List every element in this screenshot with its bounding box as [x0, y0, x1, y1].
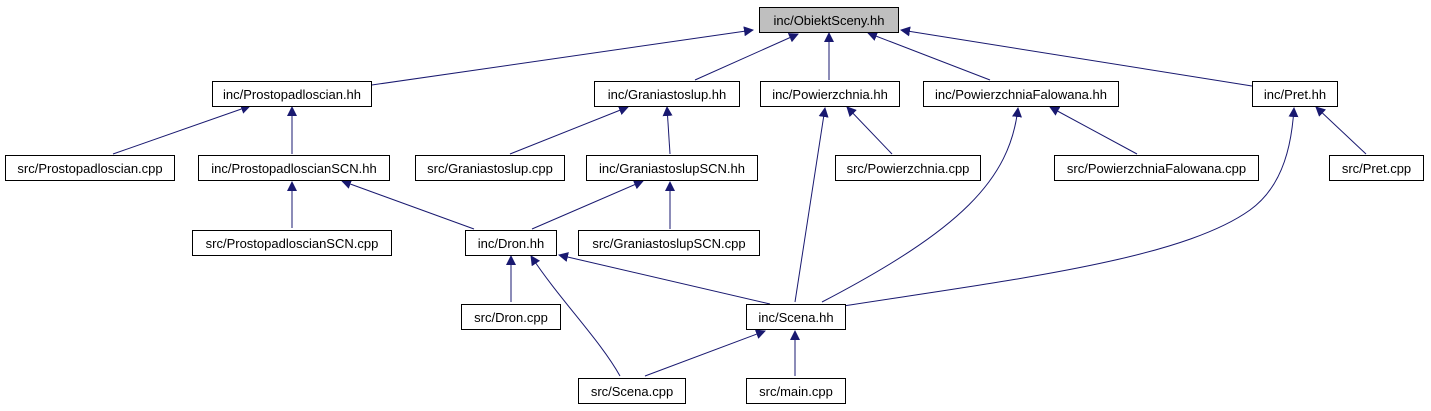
node-dron-hh[interactable]: inc/Dron.hh: [465, 230, 557, 256]
node-dron-cpp[interactable]: src/Dron.cpp: [461, 304, 561, 330]
edge-powierz-cpp-to-powierzchnia: [846, 106, 893, 155]
node-prostopadloscian-scn-cpp[interactable]: src/ProstopadloscianSCN.cpp: [192, 230, 392, 256]
node-powierzchnia-hh[interactable]: inc/Powierzchnia.hh: [760, 81, 900, 107]
node-graniastoslup-scn-cpp[interactable]: src/GraniastoslupSCN.cpp: [578, 230, 760, 256]
node-prostopadloscian-scn-hh[interactable]: inc/ProstopadloscianSCN.hh: [198, 155, 390, 181]
edge-scena-to-powfal: [821, 107, 1022, 303]
edge-powfal-cpp-to-powfal: [1049, 106, 1138, 155]
edge-grani-cpp-to-graniastoslup: [509, 105, 629, 155]
edge-pret-to-obiekt: [900, 26, 1253, 87]
edge-pret-cpp-to-pret: [1315, 106, 1367, 155]
edge-powfal-to-obiekt: [867, 31, 991, 81]
edge-dron-to-grani-scn: [531, 179, 644, 230]
node-obiekt-sceny[interactable]: inc/ObiektSceny.hh: [759, 7, 899, 33]
edge-prostopad-cpp-to-prostopad: [112, 104, 251, 155]
node-main-cpp[interactable]: src/main.cpp: [746, 378, 846, 404]
node-prostopadloscian-hh[interactable]: inc/Prostopadloscian.hh: [212, 81, 372, 107]
edge-scena-cpp-to-dron: [530, 255, 621, 377]
node-graniastoslup-hh[interactable]: inc/Graniastoslup.hh: [594, 81, 740, 107]
node-powierzchnia-cpp[interactable]: src/Powierzchnia.cpp: [835, 155, 981, 181]
edge-scena-to-pret: [836, 107, 1299, 308]
node-powierzchnia-falowana-cpp[interactable]: src/PowierzchniaFalowana.cpp: [1054, 155, 1259, 181]
node-graniastoslup-scn-hh[interactable]: inc/GraniastoslupSCN.hh: [586, 155, 758, 181]
edge-grani-scn-to-graniastoslup: [662, 106, 673, 155]
node-scena-hh[interactable]: inc/Scena.hh: [746, 304, 846, 330]
node-prostopadloscian-cpp[interactable]: src/Prostopadloscian.cpp: [5, 155, 175, 181]
edge-scena-to-dron: [558, 252, 771, 305]
edge-graniastoslup-to-obiekt: [694, 33, 799, 81]
node-pret-cpp[interactable]: src/Pret.cpp: [1329, 155, 1424, 181]
edge-prostopad-to-obiekt: [364, 26, 754, 87]
edge-dron-to-prostopad-scn: [341, 179, 475, 230]
node-scena-cpp[interactable]: src/Scena.cpp: [578, 378, 686, 404]
node-graniastoslup-cpp[interactable]: src/Graniastoslup.cpp: [415, 155, 565, 181]
node-powierzchnia-falowana-hh[interactable]: inc/PowierzchniaFalowana.hh: [923, 81, 1119, 107]
edge-scena-to-powierzchnia: [794, 107, 829, 303]
edge-scena-cpp-to-scena: [644, 329, 766, 377]
node-pret-hh[interactable]: inc/Pret.hh: [1252, 81, 1338, 107]
